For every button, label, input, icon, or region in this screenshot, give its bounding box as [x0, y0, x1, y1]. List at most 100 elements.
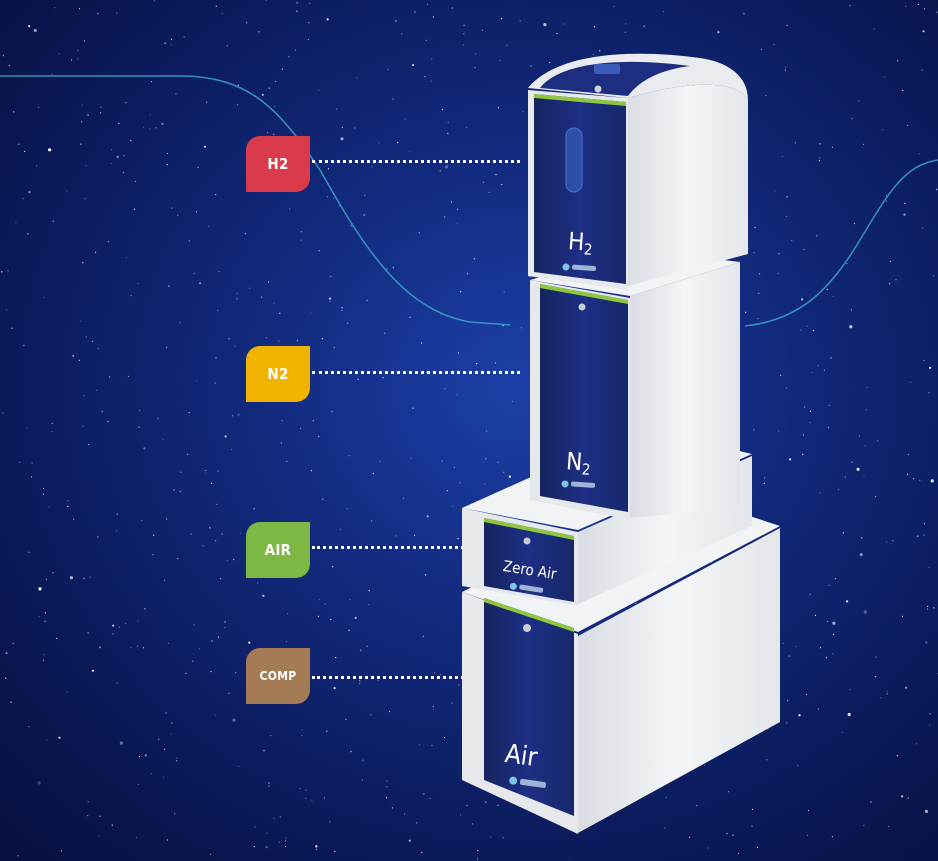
star — [127, 375, 129, 377]
h2-power-button[interactable] — [594, 85, 602, 93]
star — [885, 541, 888, 543]
star — [803, 248, 805, 250]
comp-callout-badge[interactable]: COMP — [246, 648, 310, 704]
star — [766, 759, 768, 761]
star — [198, 648, 200, 650]
star — [851, 461, 853, 463]
star — [217, 636, 219, 638]
star — [903, 213, 906, 216]
star — [397, 141, 399, 144]
star — [329, 300, 331, 302]
star — [756, 846, 759, 848]
star — [109, 376, 111, 378]
air-compressor-logo-icon — [509, 776, 547, 788]
star — [265, 337, 268, 339]
star — [254, 826, 256, 828]
star — [814, 614, 817, 617]
star — [323, 797, 325, 799]
air-compressor-front-panel[interactable] — [484, 598, 574, 816]
star — [238, 765, 240, 767]
star — [856, 467, 860, 471]
h2-callout-badge[interactable]: H2 — [246, 136, 310, 192]
star — [809, 593, 811, 595]
star — [424, 76, 426, 78]
star — [386, 780, 388, 782]
star — [830, 357, 832, 359]
star — [179, 322, 181, 324]
star — [237, 413, 240, 416]
star — [67, 505, 69, 507]
star — [257, 582, 259, 584]
star — [193, 624, 195, 626]
star — [170, 44, 172, 46]
star — [188, 411, 190, 414]
star — [88, 443, 90, 446]
star — [738, 852, 740, 855]
air-callout-badge[interactable]: AIR — [246, 522, 310, 578]
star — [125, 257, 128, 259]
star — [42, 493, 45, 495]
h2-generator-side — [628, 84, 748, 286]
star — [801, 298, 804, 301]
star — [497, 107, 499, 109]
star — [832, 633, 835, 635]
star — [457, 352, 460, 354]
right-wave-line — [744, 159, 938, 327]
n2-generator-front-panel[interactable] — [540, 284, 628, 512]
star — [116, 513, 118, 515]
star — [849, 688, 851, 691]
star — [31, 462, 33, 464]
air-compressor-lock-icon[interactable] — [523, 624, 531, 632]
star — [928, 392, 930, 394]
star — [339, 528, 341, 530]
star — [347, 322, 349, 324]
star — [130, 646, 132, 648]
star — [410, 457, 412, 459]
star — [763, 482, 766, 484]
star — [440, 674, 442, 676]
h2-control-panel[interactable] — [540, 61, 690, 96]
star — [341, 126, 343, 129]
star — [384, 332, 386, 334]
star — [849, 5, 851, 7]
star — [440, 314, 442, 316]
star — [864, 445, 866, 447]
star — [167, 642, 170, 644]
n2-callout-badge[interactable]: N2 — [246, 346, 310, 402]
n2-generator-lock-icon[interactable] — [578, 303, 586, 311]
star — [753, 252, 755, 254]
star — [265, 846, 268, 849]
star — [433, 672, 436, 674]
star — [341, 306, 343, 309]
star — [273, 817, 275, 819]
star — [118, 626, 120, 628]
air-callout-label: AIR — [264, 541, 292, 559]
star — [162, 438, 164, 440]
star — [101, 411, 103, 413]
n2-callout-label: N2 — [267, 365, 289, 383]
h2-leader-line — [312, 160, 520, 163]
star — [69, 576, 73, 580]
star — [233, 559, 235, 561]
star — [917, 3, 919, 5]
star — [913, 478, 915, 480]
star — [368, 603, 370, 606]
star — [296, 1, 299, 4]
zero-air-front-panel[interactable] — [484, 518, 574, 602]
star — [432, 16, 434, 18]
star — [851, 118, 853, 120]
star — [246, 22, 248, 24]
star — [476, 858, 479, 860]
star — [281, 68, 283, 70]
star — [226, 560, 228, 562]
star — [392, 267, 394, 269]
star — [43, 488, 45, 490]
star — [828, 404, 830, 406]
star — [842, 532, 844, 534]
star — [866, 386, 868, 388]
star — [301, 729, 303, 731]
star — [732, 834, 734, 836]
star — [288, 56, 290, 58]
star — [918, 153, 920, 155]
zero-air-lock-icon[interactable] — [523, 537, 531, 545]
